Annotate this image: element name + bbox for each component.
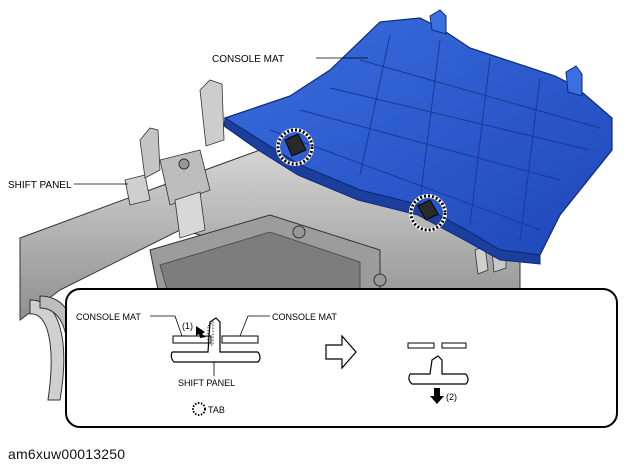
shift-panel-label: SHIFT PANEL xyxy=(8,180,72,191)
inset-console-mat-left-label: CONSOLE MAT xyxy=(76,312,141,322)
step-1-label: (1) xyxy=(182,321,193,331)
inset-console-mat-right-label: CONSOLE MAT xyxy=(272,312,337,322)
console-mat xyxy=(223,9,613,265)
tab-marker-1 xyxy=(276,128,314,166)
section-before: CONSOLE MAT CONSOLE MAT (1) SHIFT PANEL xyxy=(76,312,337,388)
hollow-right-arrow-icon xyxy=(325,334,357,370)
section-after: (2) xyxy=(407,342,469,404)
tab-legend: TAB xyxy=(192,402,225,416)
console-mat-label: CONSOLE MAT xyxy=(212,54,284,65)
tab-marker-2 xyxy=(409,194,447,232)
push-arrow-icon xyxy=(196,326,206,338)
detail-inset: CONSOLE MAT CONSOLE MAT (1) SHIFT PANEL … xyxy=(65,288,618,428)
figure-caption: am6xuw00013250 xyxy=(8,446,126,462)
callout-shift-panel: SHIFT PANEL xyxy=(8,180,128,191)
callout-console-mat: CONSOLE MAT xyxy=(212,54,368,65)
dotted-circle-icon xyxy=(192,402,206,416)
inset-shift-panel-label: SHIFT PANEL xyxy=(178,378,235,388)
step-2-label: (2) xyxy=(446,392,457,402)
down-arrow-icon xyxy=(430,388,444,404)
tab-legend-label: TAB xyxy=(208,405,225,415)
